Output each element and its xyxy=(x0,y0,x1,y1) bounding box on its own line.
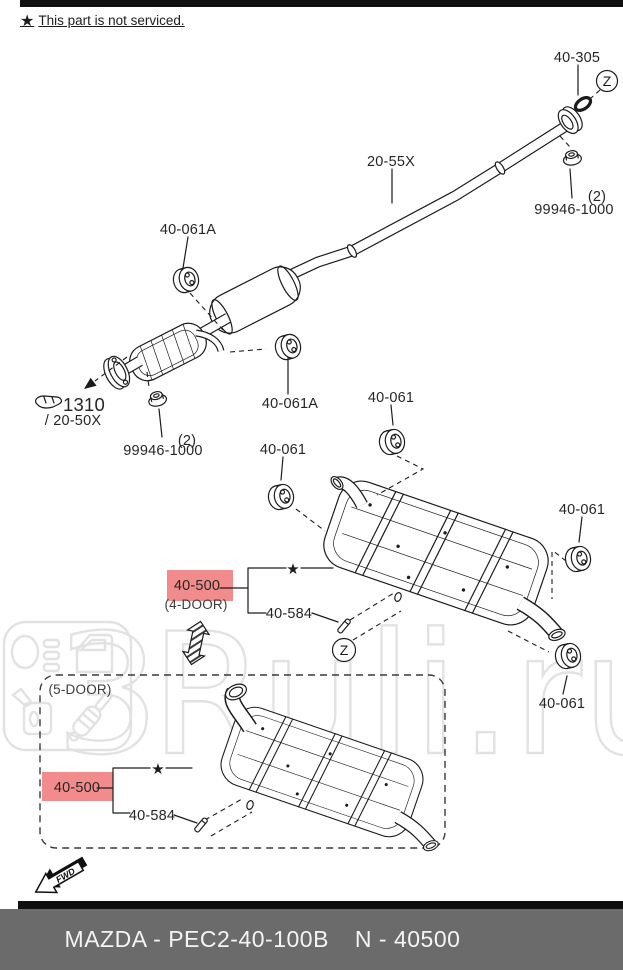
bottom-border-bar xyxy=(18,901,623,909)
footer-part-number: N - 40500 xyxy=(354,926,461,952)
vent-bars-icon xyxy=(42,638,61,649)
highlight-40500-4door xyxy=(167,570,233,601)
leader-lines xyxy=(158,64,583,695)
part-label-40-061-3: 40-061 xyxy=(558,502,606,518)
ref-label-1310: 1310 xyxy=(63,394,105,415)
hanger-40061a-2 xyxy=(272,331,304,363)
not-serviced-text: This part is not serviced. xyxy=(38,13,185,28)
bracket-40500-4door xyxy=(219,567,339,623)
qty-label-top: (2) xyxy=(587,189,607,205)
muffler-5door xyxy=(215,683,464,856)
part-label-40-500-4door: 40-500 xyxy=(173,578,221,594)
catalytic-converter xyxy=(129,322,207,382)
hanger-40061a-1 xyxy=(170,264,202,296)
highlight-40500-5door xyxy=(42,772,113,801)
z-marker-bottom: Z xyxy=(331,637,357,663)
svg-text:Z: Z xyxy=(603,73,612,89)
swap-variant-arrow-icon xyxy=(181,620,211,666)
star-icon: ★ xyxy=(20,13,35,30)
muffler-4door xyxy=(317,474,594,646)
hand-icon xyxy=(34,395,63,409)
top-border-bar xyxy=(20,0,623,7)
part-label-40-061-2: 40-061 xyxy=(259,442,307,458)
hanger-40061-2 xyxy=(265,482,297,512)
arrowhead-1310 xyxy=(84,377,97,389)
footer-bar: MAZDA - PEC2-40-100B N - 40500 xyxy=(0,909,623,970)
rear-flange xyxy=(557,106,583,135)
gasket-ring-40-305 xyxy=(573,96,593,112)
bolt-40584-4door xyxy=(337,618,351,634)
part-label-99946-top: 99946-1000 xyxy=(534,202,614,218)
ref-label-20-50x: / 20-50X xyxy=(44,413,102,429)
headlight-icon xyxy=(10,634,40,670)
dashed-leaders xyxy=(94,89,601,837)
part-label-20-55x: 20-55X xyxy=(367,154,415,170)
front-flange xyxy=(103,355,131,390)
car-door-icon xyxy=(75,633,114,674)
part-label-40-061a-2: 40-061A xyxy=(261,396,319,412)
variant-label-5door: (5-DOOR) xyxy=(48,682,112,697)
bracket-40500-5door xyxy=(96,767,198,824)
part-label-40-305: 40-305 xyxy=(553,50,601,66)
star-icon: ★ xyxy=(151,760,164,778)
hanger-40061-3 xyxy=(562,544,594,574)
footer-catalog-code: MAZDA - PEC2-40-100B xyxy=(64,926,329,952)
shock-absorber-icon xyxy=(68,691,113,742)
watermark-logo-panel xyxy=(2,620,133,752)
part-label-40-584-5door: 40-584 xyxy=(128,808,176,824)
front-pipe-assembly xyxy=(103,106,583,390)
part-label-40-061a-1: 40-061A xyxy=(159,222,217,238)
part-label-40-061-4: 40-061 xyxy=(538,696,586,712)
part-label-40-061-1: 40-061 xyxy=(367,390,415,406)
bolt-40584-5door xyxy=(194,817,208,833)
part-label-40-584-4door: 40-584 xyxy=(265,606,313,622)
nut-99946-top xyxy=(561,148,583,168)
star-icon: ★ xyxy=(286,560,299,578)
part-label-40-500-5door: 40-500 xyxy=(53,780,101,796)
watermark-partial-letter: 3 xyxy=(55,599,160,791)
nut-99946-mid xyxy=(146,388,169,409)
qty-label-mid: (2) xyxy=(177,433,197,449)
part-label-99946-mid: 99946-1000 xyxy=(123,443,203,459)
five-door-variant-box xyxy=(39,674,446,849)
not-serviced-note: ★This part is not serviced. xyxy=(20,11,185,31)
hanger-40061-1 xyxy=(376,427,408,457)
variant-label-4door: (4-DOOR) xyxy=(164,597,228,612)
fwd-arrow-icon: FWD xyxy=(34,856,88,894)
z-marker-top: Z xyxy=(595,69,619,93)
svg-text:Z: Z xyxy=(340,642,349,658)
